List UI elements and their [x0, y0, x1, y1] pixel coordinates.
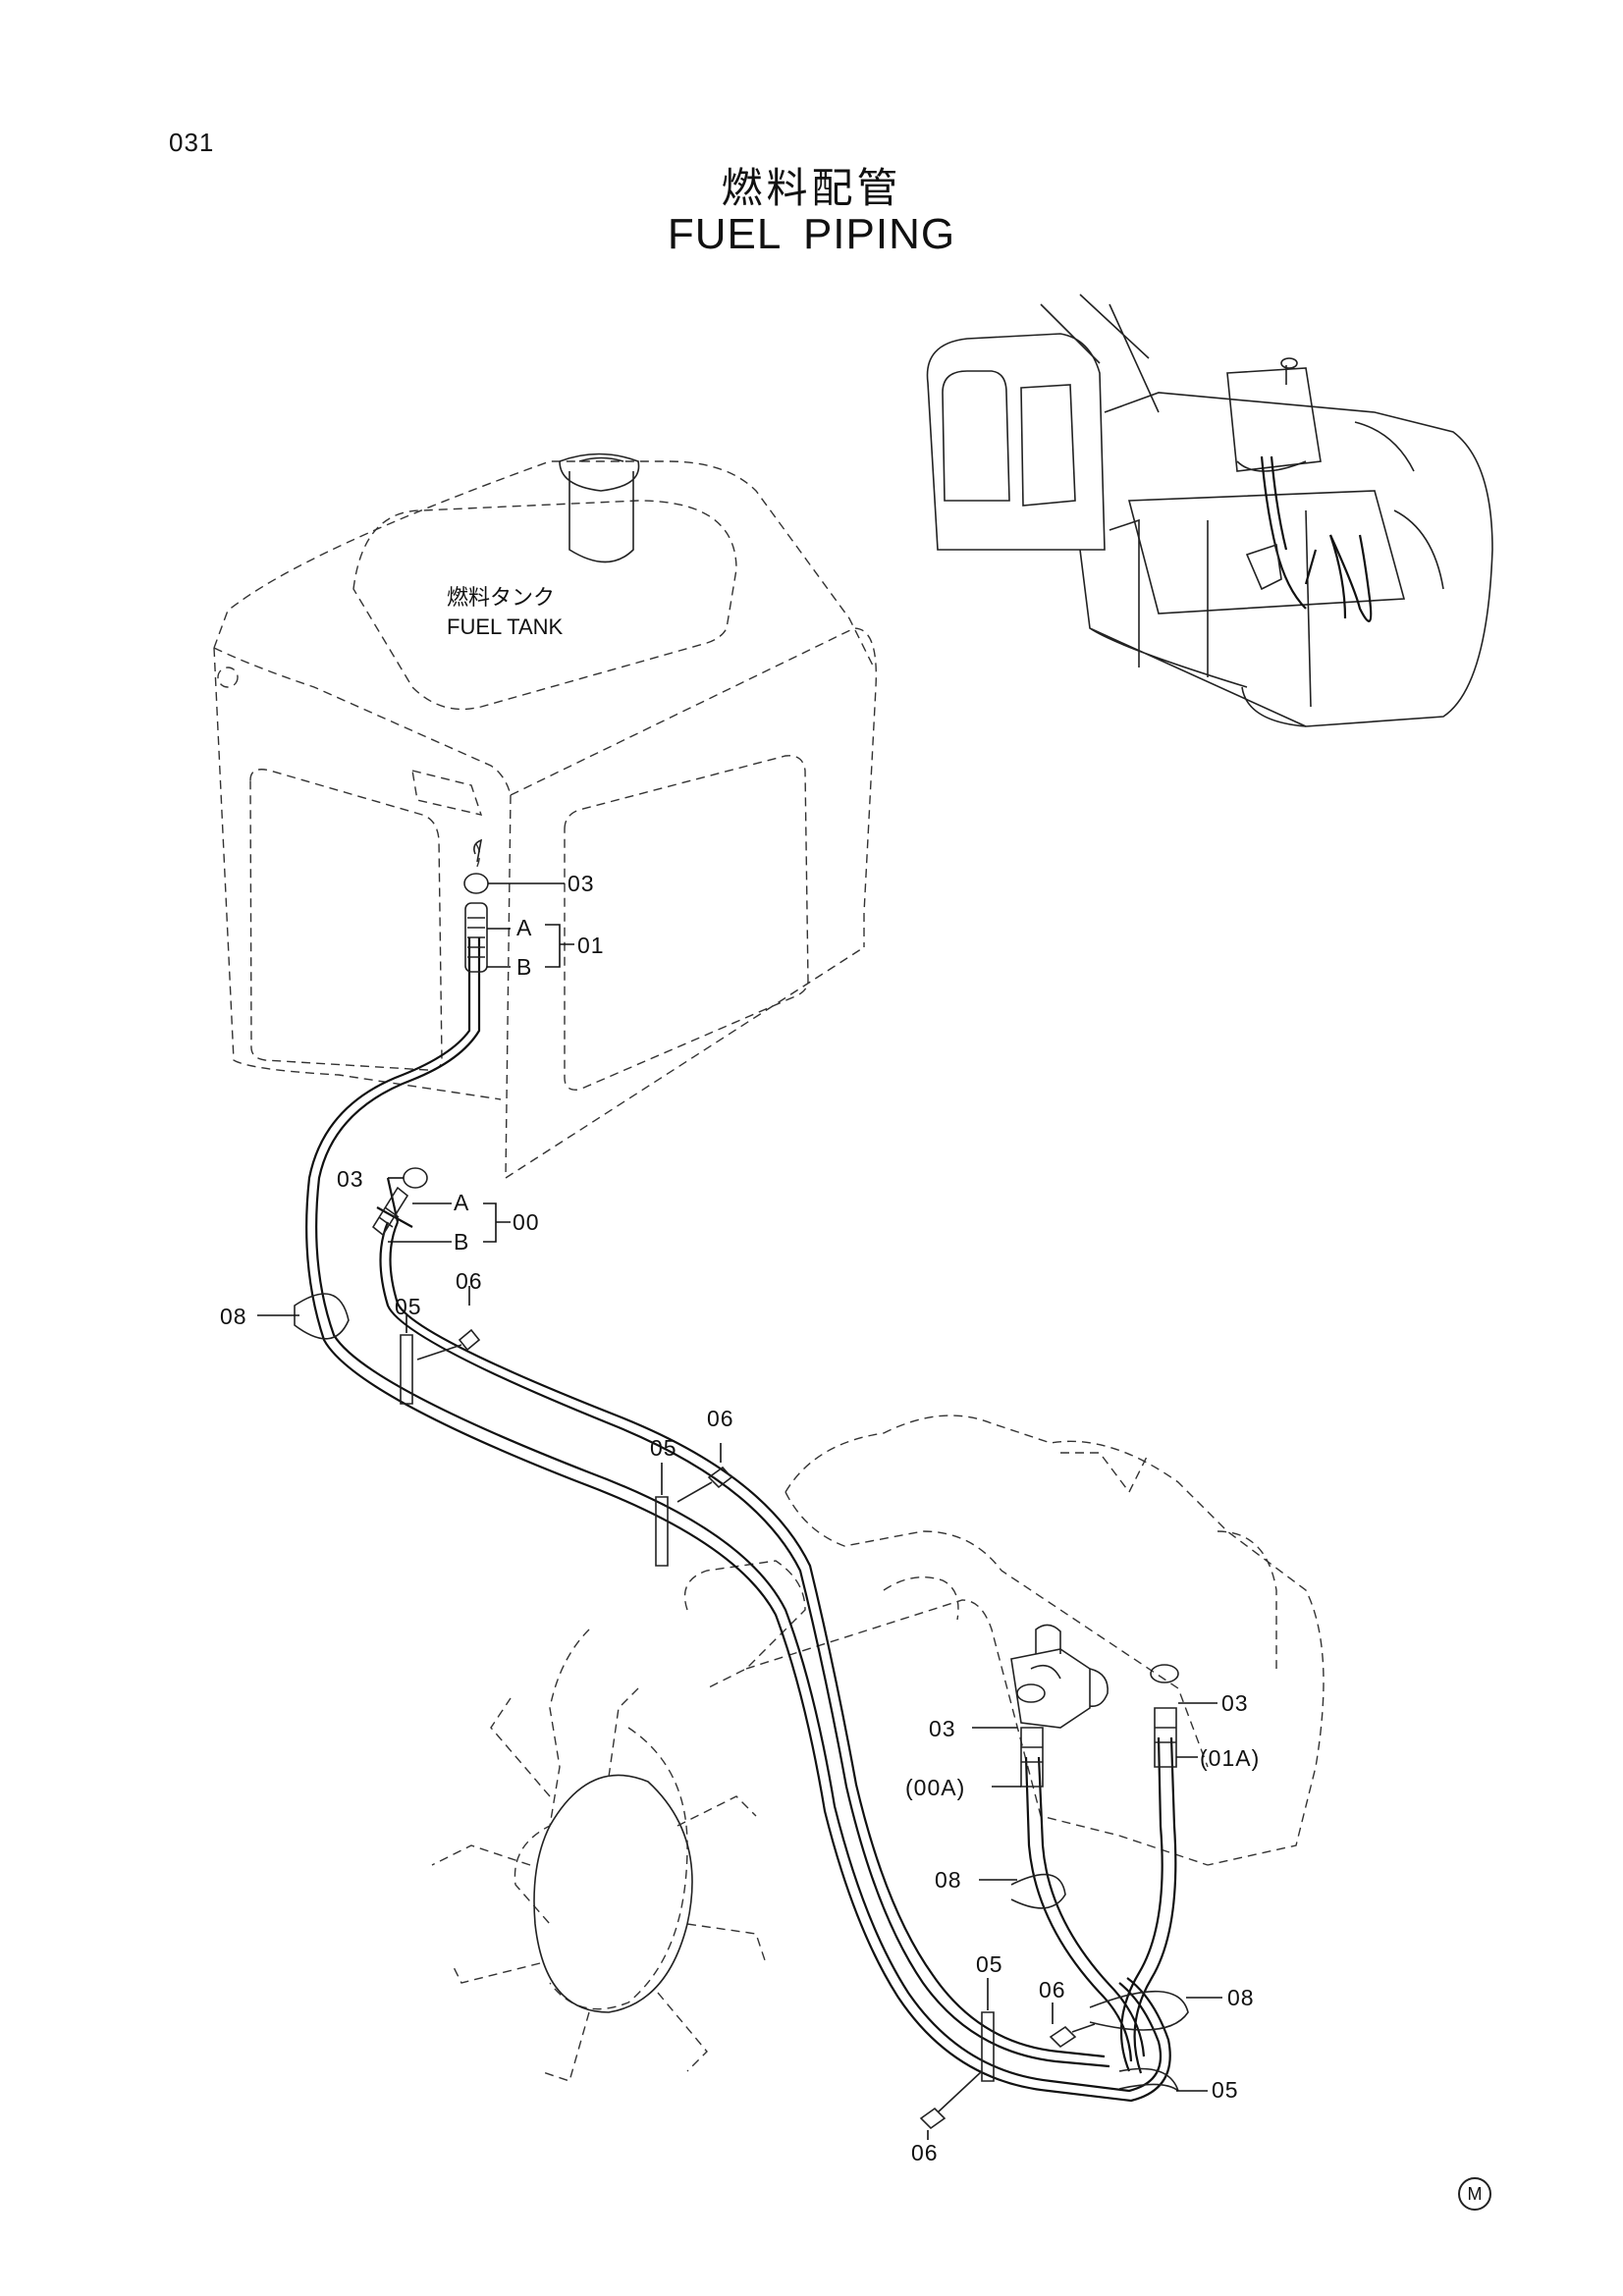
callout-05: 05: [650, 1435, 677, 1461]
engine-illustration: [431, 1415, 1325, 2082]
callout-06: 06: [456, 1268, 483, 1294]
callout-06: 06: [707, 1406, 734, 1431]
callout-05: 05: [395, 1294, 422, 1319]
fuel-hoses: [305, 937, 1177, 2103]
manufacturer-mark: M: [1458, 2177, 1491, 2211]
callout-08: 08: [935, 1867, 962, 1893]
callout-08: 08: [220, 1304, 247, 1329]
callout-A: A: [516, 915, 533, 940]
callout-06: 06: [911, 2140, 939, 2165]
callout-01: 01: [577, 933, 605, 958]
callout-B: B: [454, 1229, 470, 1255]
fuel-tank-illustration: [213, 453, 878, 1179]
callout-01A: (01A): [1200, 1745, 1261, 1771]
callout-A: A: [454, 1190, 470, 1215]
fittings: [294, 838, 1189, 2130]
callout-B: B: [516, 954, 533, 980]
title-japanese: 燃料配管: [721, 164, 902, 212]
fuel-tank-label: 燃料タンク FUEL TANK: [447, 583, 563, 642]
callout-00A: (00A): [905, 1775, 966, 1800]
callout-03: 03: [337, 1166, 364, 1192]
title-english: FUEL PIPING: [667, 210, 956, 258]
page-number: 031: [169, 128, 215, 157]
callout-03: 03: [568, 871, 595, 896]
callout-06: 06: [1039, 1977, 1066, 2002]
callout-00: 00: [513, 1209, 540, 1235]
callout-03: 03: [1221, 1690, 1249, 1716]
excavator-overview-illustration: [926, 294, 1493, 727]
callout-05: 05: [976, 1951, 1003, 1977]
fuel-tank-label-en: FUEL TANK: [447, 614, 564, 639]
callout-08: 08: [1227, 1985, 1255, 2010]
leader-lines: [257, 882, 1222, 2140]
fuel-tank-label-jp: 燃料タンク: [447, 585, 556, 610]
callout-05: 05: [1212, 2077, 1239, 2103]
callout-03: 03: [929, 1716, 956, 1741]
